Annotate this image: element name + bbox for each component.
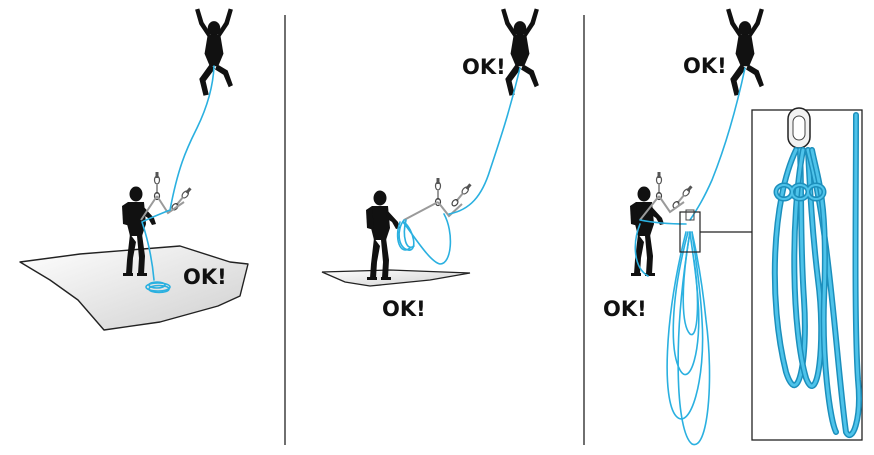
anchor-bolt-icon xyxy=(671,184,694,210)
ok-label-belayer: OK! xyxy=(603,297,647,321)
belayer-silhouette xyxy=(366,190,400,280)
ok-label-leader: OK! xyxy=(683,54,727,78)
rope-coil-icon xyxy=(145,281,171,294)
figure-eight-knot-icon xyxy=(773,182,827,202)
rope xyxy=(689,67,746,221)
rope-coil-icon xyxy=(396,213,452,265)
ledge xyxy=(321,269,471,287)
anchor-bolt-icon xyxy=(450,182,473,208)
climber-silhouette xyxy=(501,8,539,96)
ledge xyxy=(19,245,249,331)
rope-coil-icon xyxy=(666,231,711,446)
knot-detail-inset xyxy=(751,107,863,441)
climber-silhouette xyxy=(726,8,764,96)
rope xyxy=(169,65,215,211)
ok-label: OK! xyxy=(462,55,506,79)
carabiner-icon xyxy=(787,107,811,149)
anchor-bolt-icon xyxy=(655,171,663,201)
climber-silhouette xyxy=(195,8,233,96)
panel-3: OK! OK! xyxy=(603,8,863,446)
rope xyxy=(448,67,521,215)
ok-label: OK! xyxy=(183,265,227,289)
ok-label: OK! xyxy=(382,297,426,321)
anchor-bolt-icon xyxy=(434,177,442,207)
anchor-bolt-icon xyxy=(153,171,161,201)
panel-1: OK! xyxy=(19,8,249,331)
panel-2: OK! OK! xyxy=(321,8,539,321)
